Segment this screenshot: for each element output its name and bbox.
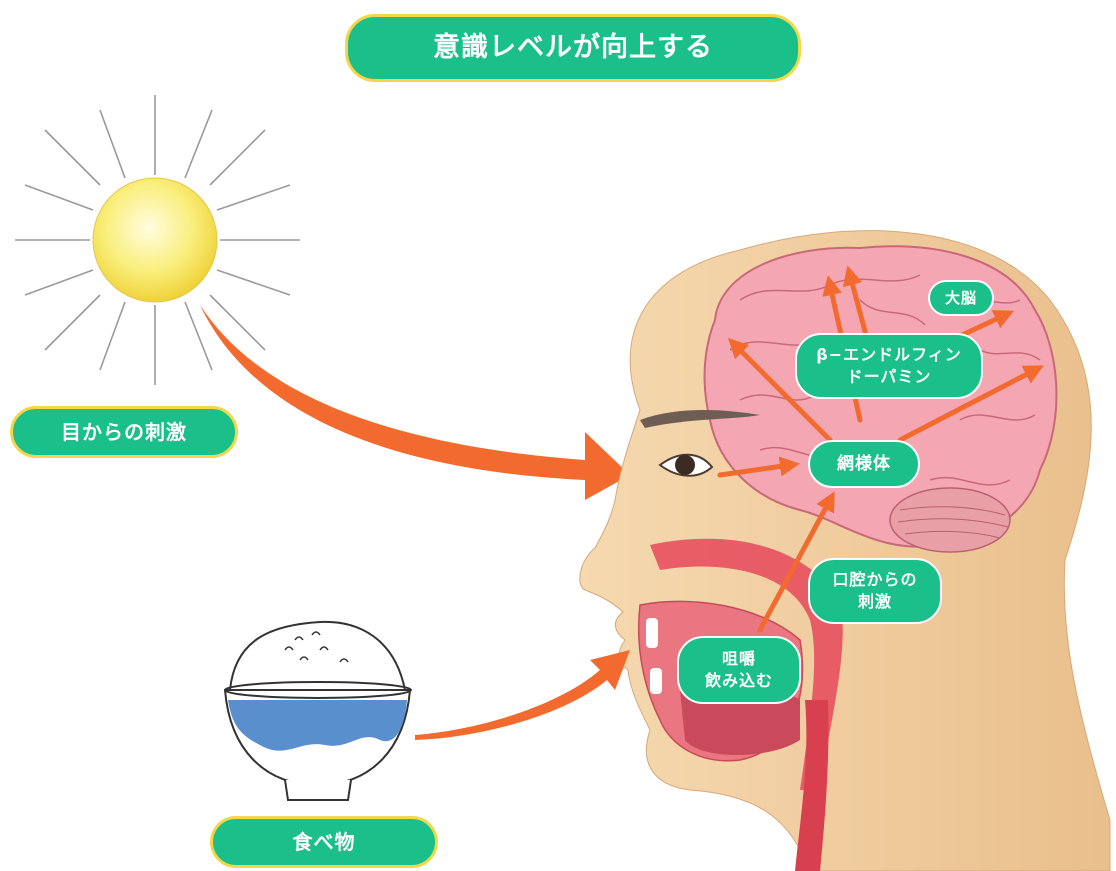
sun-illustration [15,95,300,385]
sun-to-eye-arrow [200,305,630,500]
cerebrum-label: 大脳 [928,280,994,316]
chewing-swallowing-label: 咀嚼 飲み込む [677,636,801,704]
neurotransmitter-label: β−エンドルフィン ドーパミン [795,333,983,399]
food-label: 食べ物 [210,816,438,868]
rice-bowl-illustration [225,622,411,800]
reticular-formation-label: 網様体 [808,440,920,488]
eye-stimulus-label: 目からの刺激 [10,406,238,458]
title-text: 意識レベルが向上する [433,30,713,66]
title-banner: 意識レベルが向上する [345,14,801,82]
food-to-mouth-arrow [415,650,630,740]
oral-stimulus-label: 口腔からの 刺激 [808,558,942,624]
head-illustration [580,231,1110,871]
